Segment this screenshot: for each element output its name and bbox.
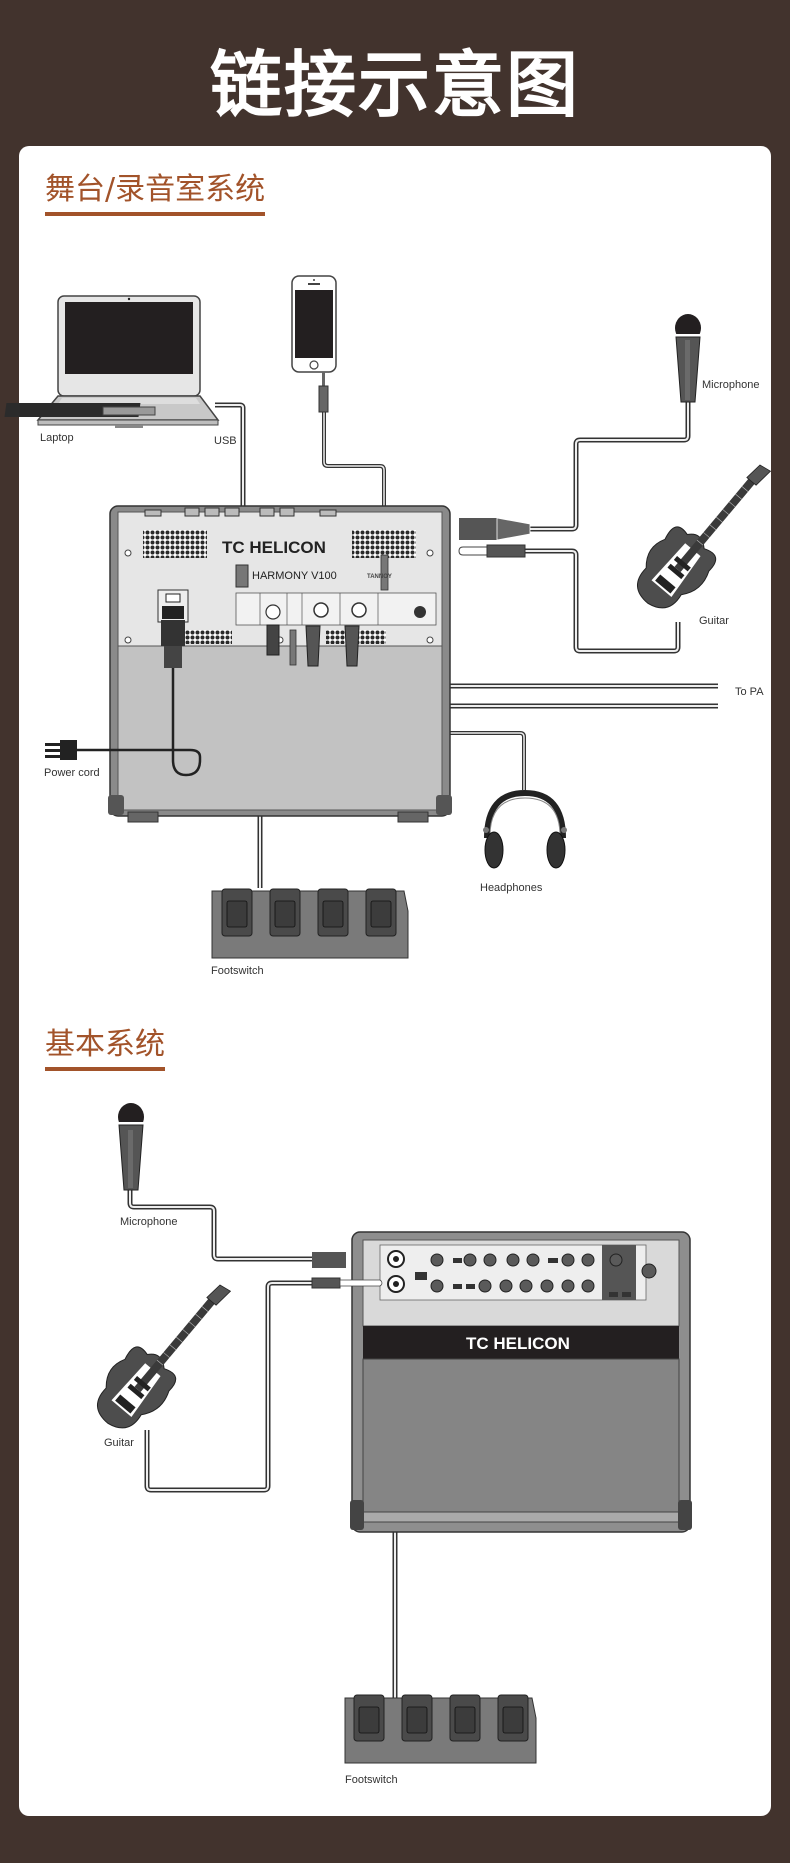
- label-microphone-2: Microphone: [120, 1216, 178, 1228]
- label-guitar-2: Guitar: [104, 1437, 134, 1449]
- usb-cable: [215, 402, 246, 570]
- label-to-pa: To PA: [735, 686, 764, 698]
- amplifier-brand-front: TC HELICON: [466, 1334, 570, 1353]
- microphone-icon: [675, 314, 701, 403]
- smartphone-icon: [291, 275, 337, 413]
- cables-section-2: [127, 1190, 398, 1700]
- amplifier-front-panel: [311, 1231, 692, 1533]
- label-power-cord: Power cord: [44, 767, 100, 779]
- section-title-basic: 基本系统: [45, 1027, 165, 1071]
- label-headphones: Headphones: [480, 882, 543, 894]
- footswitch-icon-2: [344, 1694, 537, 1764]
- amplifier-rear-panel: [108, 505, 452, 823]
- footswitch-icon: [211, 888, 409, 959]
- guitar-cable-1: [525, 548, 681, 654]
- amplifier-brand-rear: TC HELICON: [222, 538, 326, 557]
- guitar-icon-2: [96, 1284, 232, 1429]
- guitar-cable-2: [144, 1280, 312, 1493]
- label-laptop: Laptop: [40, 432, 74, 444]
- guitar-icon: [636, 464, 772, 609]
- label-guitar: Guitar: [699, 615, 729, 627]
- phone-aux-cable: [322, 400, 386, 555]
- microphone-cable-1: [530, 400, 691, 532]
- microphone-icon-2: [118, 1103, 144, 1191]
- label-footswitch-2: Footswitch: [345, 1774, 398, 1786]
- jack-connector-1: [458, 544, 526, 558]
- label-usb: USB: [214, 435, 237, 447]
- amplifier-model-rear: HARMONY V100: [252, 570, 337, 582]
- speaker-brand: TANNOY: [367, 574, 392, 580]
- microphone-cable-2: [127, 1190, 312, 1262]
- power-cord-icon: [45, 668, 202, 777]
- xlr-connector-1: [459, 517, 531, 541]
- headphones-icon: [483, 789, 567, 869]
- label-footswitch: Footswitch: [211, 965, 264, 977]
- section-title-stage-studio: 舞台/录音室系统: [45, 172, 266, 216]
- label-microphone: Microphone: [702, 379, 760, 391]
- laptop-icon: [4, 295, 220, 428]
- page-title: 链接示意图: [209, 43, 580, 127]
